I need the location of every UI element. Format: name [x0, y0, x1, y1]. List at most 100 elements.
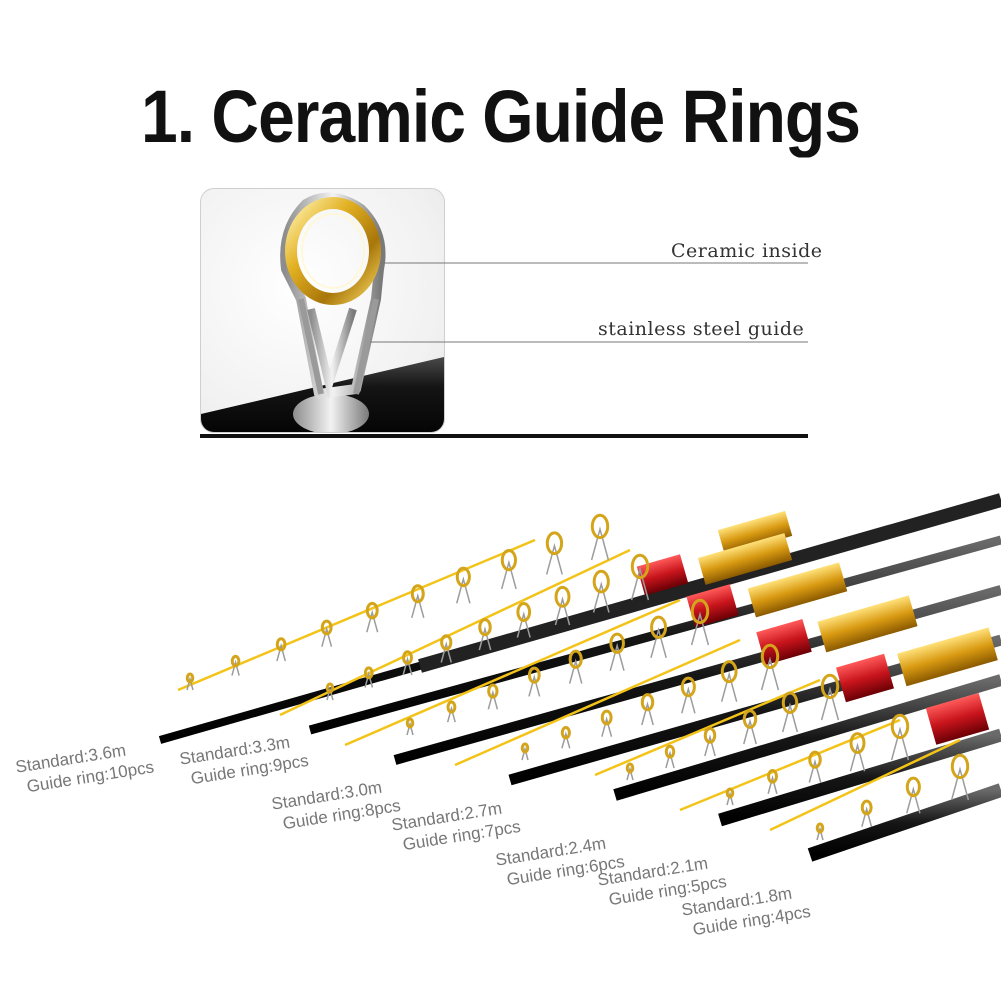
guide-ring	[185, 672, 195, 684]
guide-ring	[760, 643, 780, 670]
guide-ring-frame	[743, 718, 757, 745]
guide-ring-closeup-image	[200, 188, 445, 433]
guide-ring-frame	[402, 656, 413, 676]
guide-ring-frame	[276, 642, 287, 662]
guide-ring-frame	[690, 611, 710, 646]
guide-ring-frame	[704, 734, 716, 757]
guide-ring	[446, 700, 457, 714]
guide-ring-frame	[321, 626, 333, 647]
guide-ring	[325, 682, 335, 694]
guide-ring-frame	[650, 627, 667, 659]
guide-ring	[720, 660, 738, 684]
guide-ring-frame	[592, 581, 610, 613]
guide-ring-frame	[609, 642, 625, 671]
guide-ring	[950, 753, 970, 780]
guide-ring	[592, 569, 610, 594]
guide-ring-frame	[760, 656, 780, 691]
guide-ring-frame	[446, 705, 456, 723]
guide-ring-frame	[681, 686, 696, 714]
guide-ring-frame	[411, 592, 425, 618]
guide-ring-frame	[767, 774, 778, 794]
guide-ring	[320, 619, 333, 636]
guide-ring	[767, 769, 778, 784]
guide-ring	[554, 585, 571, 608]
guide-ring	[520, 742, 530, 754]
guide-ring	[808, 750, 822, 769]
guide-ring	[516, 602, 532, 622]
guide-ring-frame	[487, 689, 499, 710]
guide-ring	[781, 691, 799, 714]
rod-2-4m	[594, 627, 1001, 801]
guide-ring	[600, 709, 613, 726]
guide-ring	[890, 713, 910, 740]
guide-ring-frame	[601, 716, 613, 737]
rod-2-1m	[679, 693, 1001, 827]
guide-ring-frame	[906, 786, 921, 814]
guide-ring-frame	[231, 659, 240, 676]
stainless-steel-guide-label: stainless steel guide	[598, 318, 805, 340]
guide-ring-frame	[950, 766, 970, 801]
guide-ring	[478, 618, 492, 637]
guide-ring	[545, 531, 564, 556]
guide-ring	[815, 822, 825, 834]
guide-ring-frame	[440, 641, 452, 663]
guide-ring	[664, 744, 676, 759]
guide-ring	[275, 637, 287, 652]
guide-ring-frame	[816, 826, 824, 841]
guide-ring	[725, 787, 735, 799]
guide-ring-frame	[366, 609, 379, 633]
guide-ring	[650, 615, 668, 640]
guide-ring	[440, 634, 453, 651]
ceramic-inside-label: Ceramic inside	[671, 240, 823, 262]
guide-ring	[487, 683, 499, 699]
guide-ring-illustration	[201, 192, 444, 432]
guide-ring-frame	[626, 766, 634, 781]
guide-ring-frame	[849, 742, 866, 772]
guide-ring-frame	[406, 721, 414, 736]
guide-ring	[609, 632, 625, 654]
guide-ring	[703, 726, 717, 744]
guide-ring-frame	[500, 559, 517, 590]
guide-ring	[363, 666, 374, 680]
guide-ring-frame	[545, 542, 563, 575]
guide-ring-frame	[726, 791, 734, 806]
guide-ring-frame	[186, 676, 194, 691]
guide-ring-frame	[456, 576, 471, 604]
guide-ring-frame	[820, 686, 840, 721]
guide-ring	[590, 513, 610, 540]
guide-ring	[640, 693, 655, 712]
guide-ring	[625, 762, 635, 774]
guide-ring	[500, 548, 517, 572]
guide-ring	[527, 666, 541, 684]
guide-ring-frame	[665, 750, 675, 769]
guide-ring	[405, 717, 415, 729]
guide-ring	[860, 799, 873, 816]
guide-ring-frame	[326, 686, 334, 701]
rod-1-8m	[769, 738, 1001, 862]
guide-ring	[630, 553, 650, 580]
guide-ring-frame	[516, 611, 531, 638]
guide-ring	[568, 649, 583, 669]
guide-ring-frame	[528, 674, 541, 697]
guide-ring-frame	[641, 701, 654, 726]
guide-ring	[402, 650, 413, 665]
guide-ring	[455, 566, 471, 588]
guide-ring-frame	[590, 526, 610, 561]
guide-ring	[410, 584, 425, 604]
guide-ring-frame	[478, 626, 492, 651]
guide-ring	[905, 776, 921, 798]
page-title: 1. Ceramic Guide Rings	[141, 74, 861, 158]
guide-ring	[690, 598, 710, 625]
guide-ring-frame	[554, 596, 571, 626]
guide-ring-frame	[568, 658, 583, 684]
guide-ring-frame	[808, 758, 822, 783]
guide-ring-frame	[890, 726, 910, 761]
guide-ring	[560, 726, 571, 740]
guide-ring	[230, 654, 241, 668]
guide-ring-frame	[861, 806, 873, 827]
guide-ring	[742, 709, 758, 729]
guide-ring	[820, 673, 840, 700]
guide-ring-frame	[720, 671, 738, 702]
guide-ring-frame	[521, 746, 529, 761]
guide-ring	[365, 601, 379, 620]
